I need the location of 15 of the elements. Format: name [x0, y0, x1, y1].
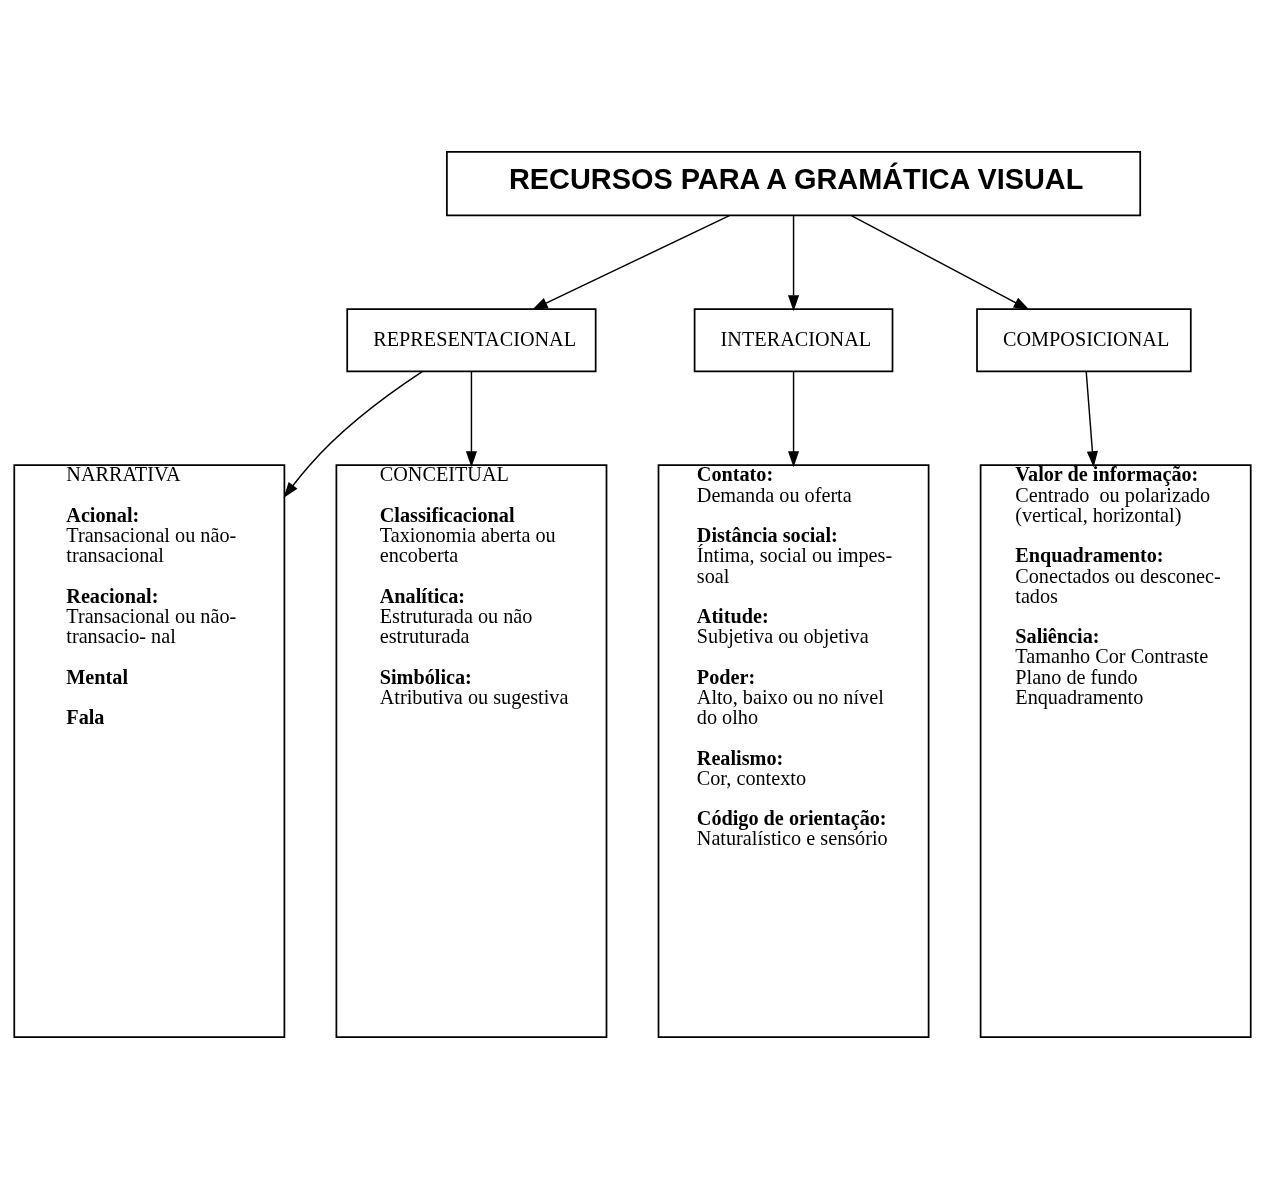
node-box: Valor de informação: Centrado ou polarizado (vertical, horizontal) Enquadramento: Conectados ou desconec- tados Saliência: Tamanho Cor Contraste Plano de fundo Enquadramento	[979, 464, 1252, 1039]
arrow	[465, 371, 477, 468]
arrow	[1085, 371, 1098, 468]
node-box: REPRESENTACIONAL	[346, 308, 597, 373]
arrow	[788, 371, 800, 468]
node-box: RECURSOS PARA A GRAMÁTICA VISUAL	[446, 150, 1142, 217]
node-box: Contato: Demanda ou oferta Distância social: Íntima, social ou impes- soal Atitude: Subjetiva ou objetiva Poder: Alto, baixo ou no nível do olho Realismo: Cor, contexto Código de orientação: Naturalístico e sensório	[657, 464, 930, 1039]
node-box: COMPOSICIONAL	[976, 308, 1192, 373]
arrow	[531, 214, 731, 310]
node-box: NARRATIVA Acional: Transacional ou não- transacional Reacional: Transacional ou não- transacio- nal Mental Fala	[13, 464, 286, 1039]
arrow	[850, 214, 1030, 311]
arrow	[283, 370, 424, 498]
node-box: INTERACIONAL	[693, 308, 894, 373]
node-box: CONCEITUAL Classificacional Taxionomia aberta ou encoberta Analítica: Estruturada ou não estruturada Simbólica: Atributiva ou sugestiva	[335, 464, 608, 1039]
arrow	[788, 214, 800, 312]
